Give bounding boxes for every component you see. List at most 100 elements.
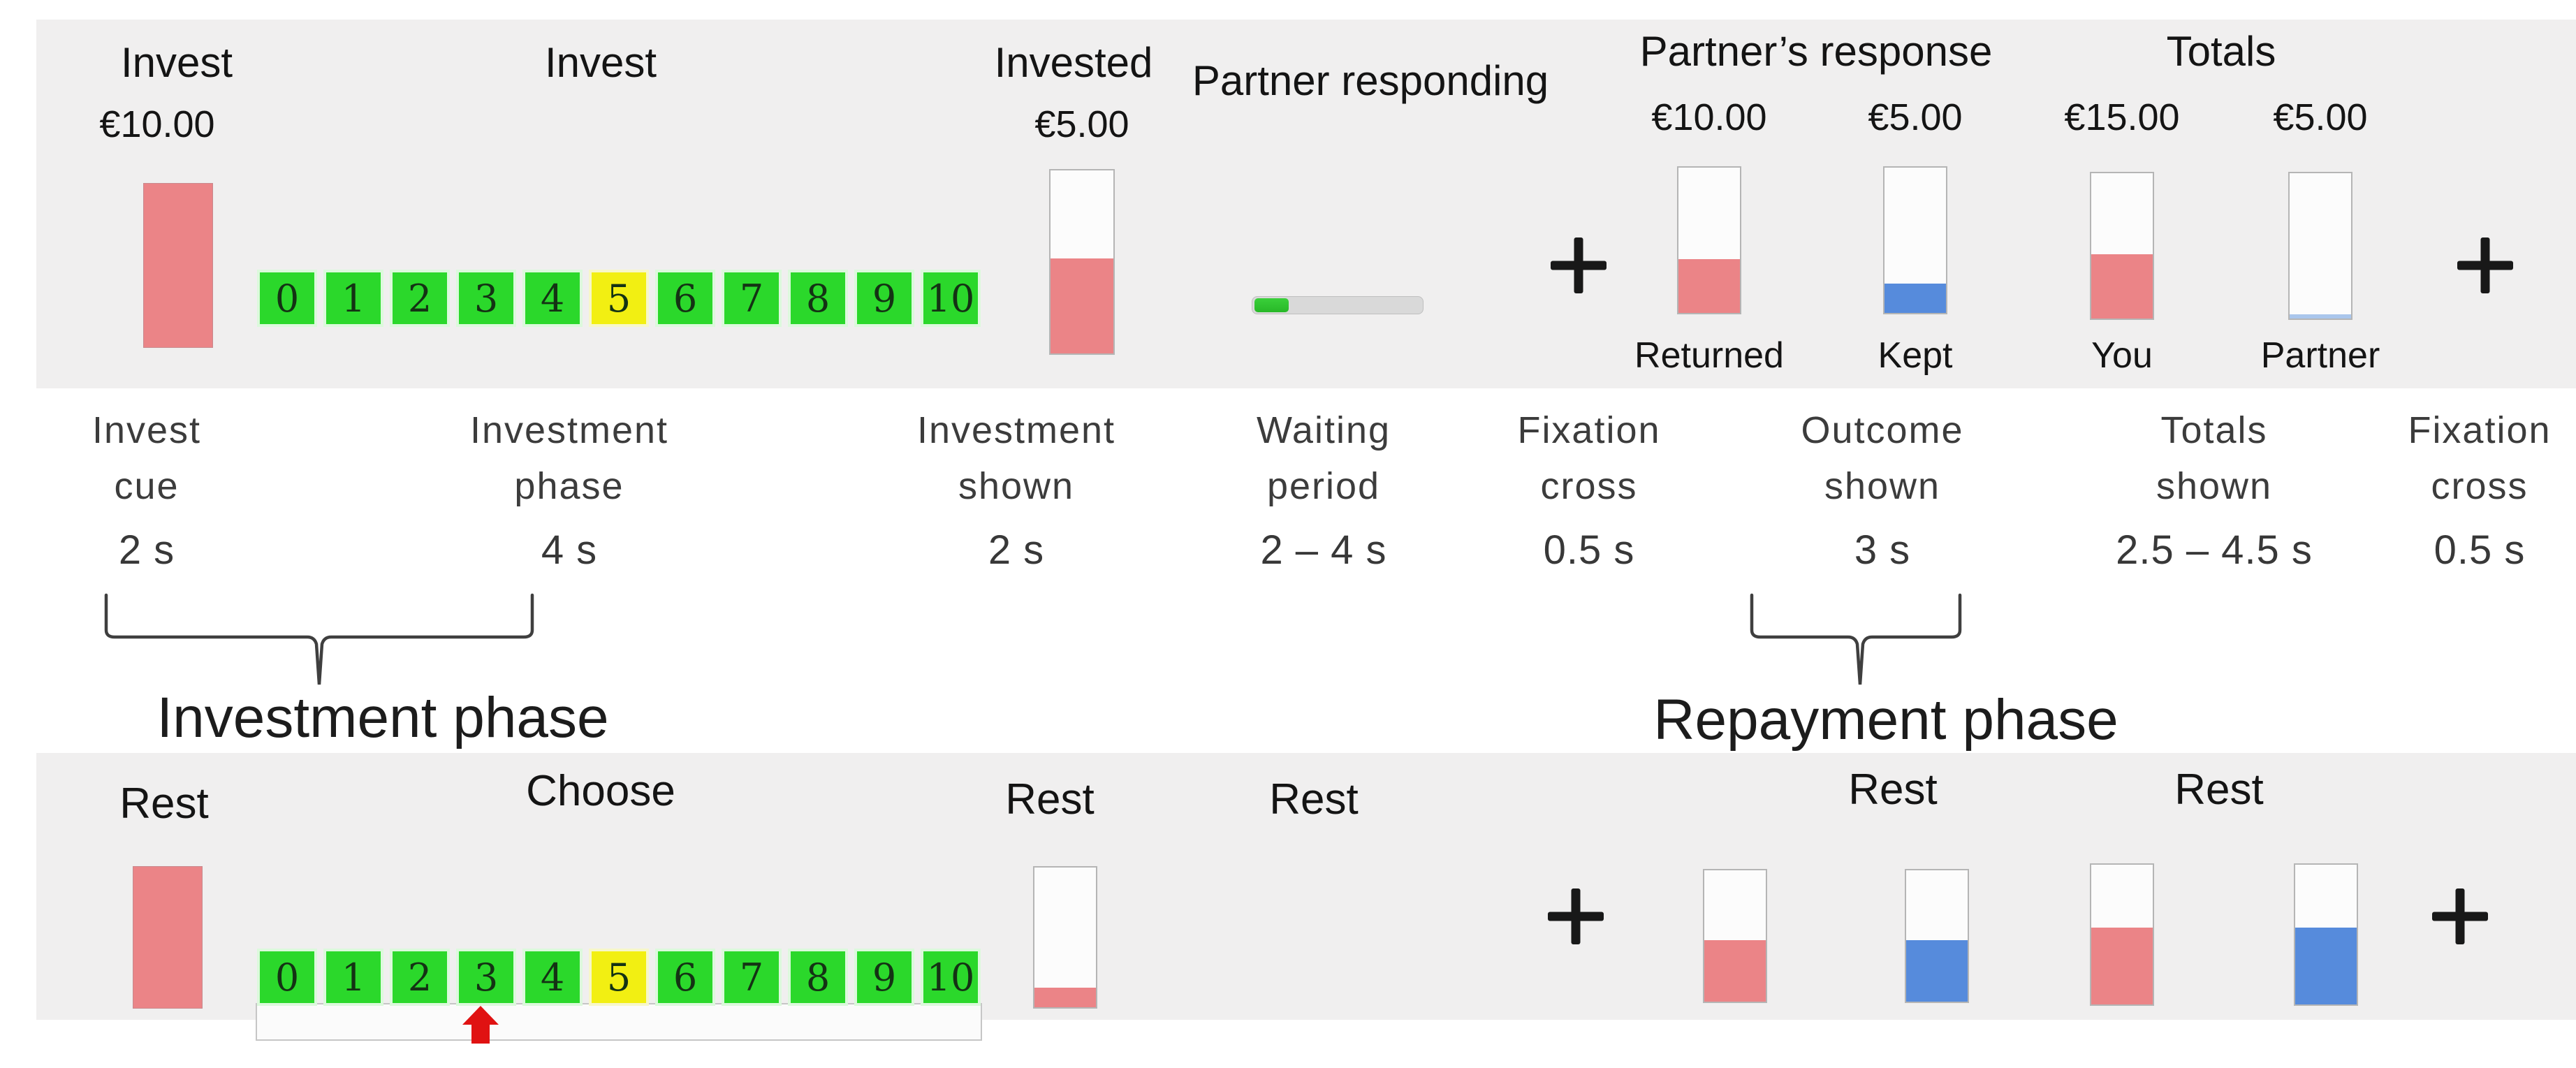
- rest-bar-cue: [133, 866, 203, 1009]
- rest-bar-invested-fill: [1034, 988, 1096, 1007]
- scale-value: 3: [474, 955, 499, 1000]
- timeline-duration: 3 s: [1854, 527, 1911, 573]
- scale-value: 8: [805, 276, 830, 321]
- scale-value: 0: [275, 955, 300, 1000]
- rest-bar-totals-pink-fill: [2091, 928, 2153, 1004]
- timeline-label-line2: phase: [514, 465, 624, 507]
- fixation-cross-icon: [2432, 888, 2488, 944]
- timeline-label-line2: period: [1266, 465, 1381, 507]
- rest-bar-totals-pink: [2090, 863, 2154, 1006]
- timeline-label-line1: Fixation: [1517, 409, 1661, 451]
- response-box: [256, 1003, 982, 1041]
- scale-value: 4: [540, 276, 565, 321]
- timeline-label-line1: Investment: [916, 409, 1116, 451]
- scale-value: 0: [275, 276, 300, 321]
- investment-phase-label: Investment phase: [156, 686, 609, 749]
- scale-cell-5-highlighted: 5: [592, 272, 646, 324]
- scale-cell-9: 9: [857, 272, 912, 324]
- timeline-duration: 2.5 – 4.5 s: [2116, 527, 2313, 573]
- partners-response-title: Partner’s response: [1639, 28, 1993, 75]
- timeline-label-line1: Fixation: [2408, 409, 2552, 451]
- totals-title: Totals: [2166, 28, 2276, 75]
- scale-cell-4: 4: [525, 272, 580, 324]
- invest-cue-title: Invest: [120, 39, 233, 86]
- returned-label: Returned: [1634, 335, 1784, 376]
- rest-title-invested: Rest: [1005, 775, 1095, 824]
- scale-cell-7: 7: [724, 272, 779, 324]
- timeline-label-line2: cross: [1540, 465, 1638, 507]
- fixation-cross-icon: [2457, 237, 2513, 293]
- invested-bar: [1049, 169, 1115, 355]
- scale-value: 10: [926, 955, 975, 1000]
- timeline-label-line2: shown: [2156, 465, 2273, 507]
- partner-bar-fill: [2290, 314, 2351, 319]
- timeline-label-line2: cue: [114, 465, 180, 507]
- timeline-duration: 2 s: [988, 527, 1045, 573]
- cross-horizontal: [1551, 261, 1607, 270]
- returned-bar: [1677, 166, 1741, 314]
- scale-value: 3: [474, 276, 499, 321]
- scale-value: 1: [341, 955, 366, 1000]
- scale-value: 10: [926, 276, 975, 321]
- scale-cell-10: 10: [923, 951, 978, 1003]
- scale-cell-8: 8: [791, 272, 845, 324]
- cross-horizontal: [2432, 912, 2488, 921]
- rest-bar-outcome-blue-fill: [1906, 939, 1968, 1002]
- waiting-progressbar: [1252, 296, 1424, 314]
- rest-bar-outcome-blue: [1905, 869, 1969, 1003]
- timeline-duration: 2 – 4 s: [1260, 527, 1387, 573]
- scale-value: 6: [673, 955, 698, 1000]
- investment-title: Invest: [544, 39, 657, 86]
- scale-cell-4: 4: [525, 951, 580, 1003]
- timeline-label-line1: Waiting: [1256, 409, 1391, 451]
- scale-cell-0: 0: [260, 951, 314, 1003]
- you-bar: [2090, 172, 2154, 320]
- kept-bar: [1883, 166, 1947, 314]
- timeline-label-line1: Invest: [92, 409, 202, 451]
- scale-value: 7: [739, 276, 764, 321]
- rest-title-totals: Rest: [2174, 766, 2264, 814]
- partner-label: Partner: [2260, 335, 2380, 376]
- timeline-label-line1: Totals: [2160, 409, 2268, 451]
- returned-amount: €10.00: [1651, 96, 1767, 138]
- scale-value: 6: [673, 276, 698, 321]
- kept-bar-fill: [1885, 284, 1946, 313]
- timeline-label-line2: cross: [2431, 465, 2529, 507]
- scale-value: 9: [872, 955, 897, 1000]
- scale-cell-2: 2: [393, 951, 447, 1003]
- waiting-progress-fill: [1254, 298, 1289, 312]
- scale-cell-10: 10: [923, 272, 978, 324]
- choice-scale: 0 1 2 3 4 5 6 7 8 9 10: [260, 951, 978, 1003]
- scale-cell-1: 1: [326, 951, 381, 1003]
- scale-cell-5-highlighted: 5: [592, 951, 646, 1003]
- timeline-label-line2: shown: [1824, 465, 1941, 507]
- rest-bar-outcome-pink-fill: [1704, 939, 1766, 1002]
- kept-label: Kept: [1878, 335, 1953, 376]
- scale-value: 4: [540, 955, 565, 1000]
- rest-bar-totals-blue: [2294, 863, 2358, 1006]
- repayment-phase-label: Repayment phase: [1653, 688, 2118, 752]
- timeline-duration: 0.5 s: [1543, 527, 1635, 573]
- scale-cell-3: 3: [459, 272, 513, 324]
- scale-value: 5: [606, 955, 631, 1000]
- cross-horizontal: [1548, 912, 1604, 921]
- scale-value: 2: [407, 955, 432, 1000]
- scale-value: 1: [341, 276, 366, 321]
- invest-cue-amount: €10.00: [99, 103, 215, 145]
- timeline-duration: 4 s: [541, 527, 598, 573]
- invested-bar-fill: [1051, 258, 1113, 353]
- scale-value: 5: [606, 276, 631, 321]
- investment-phase-brace: [104, 593, 534, 685]
- scale-value: 9: [872, 276, 897, 321]
- rest-bar-invested: [1033, 866, 1097, 1009]
- kept-amount: €5.00: [1868, 96, 1963, 138]
- repayment-phase-brace: [1750, 593, 1962, 685]
- investment-scale: 0 1 2 3 4 5 6 7 8 9 10: [260, 272, 978, 324]
- scale-value: 2: [407, 276, 432, 321]
- you-label: You: [2091, 335, 2153, 376]
- scale-cell-6: 6: [658, 951, 712, 1003]
- scale-cell-3: 3: [459, 951, 513, 1003]
- choose-title: Choose: [526, 767, 675, 815]
- rest-title-waiting: Rest: [1269, 775, 1359, 824]
